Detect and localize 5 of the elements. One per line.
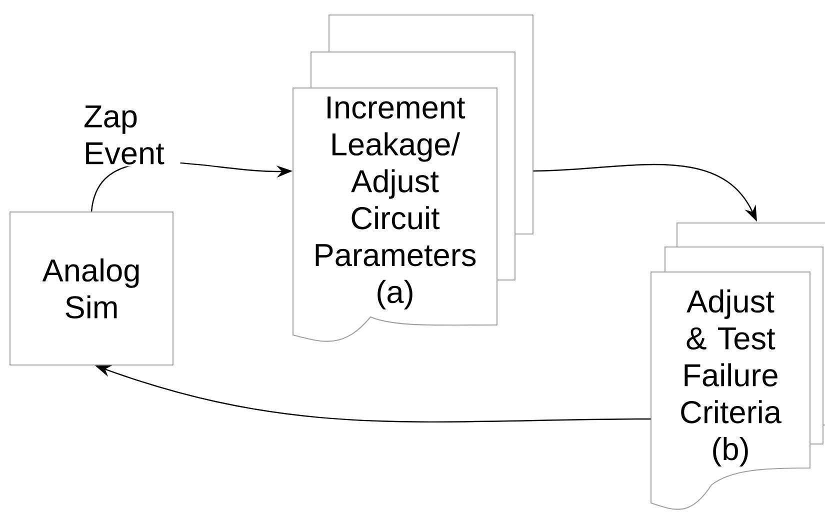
process-box: Analog Sim — [9, 211, 174, 366]
document-stack: Increment Leakage/ Adjust Circuit Parameters (a) — [292, 14, 534, 342]
node-label: Adjust & Test Failure Criteria (b) — [681, 289, 782, 467]
edge-label: Zap Event — [82, 104, 180, 166]
document-stack: Adjust & Test Failure Criteria (b) — [650, 222, 825, 510]
